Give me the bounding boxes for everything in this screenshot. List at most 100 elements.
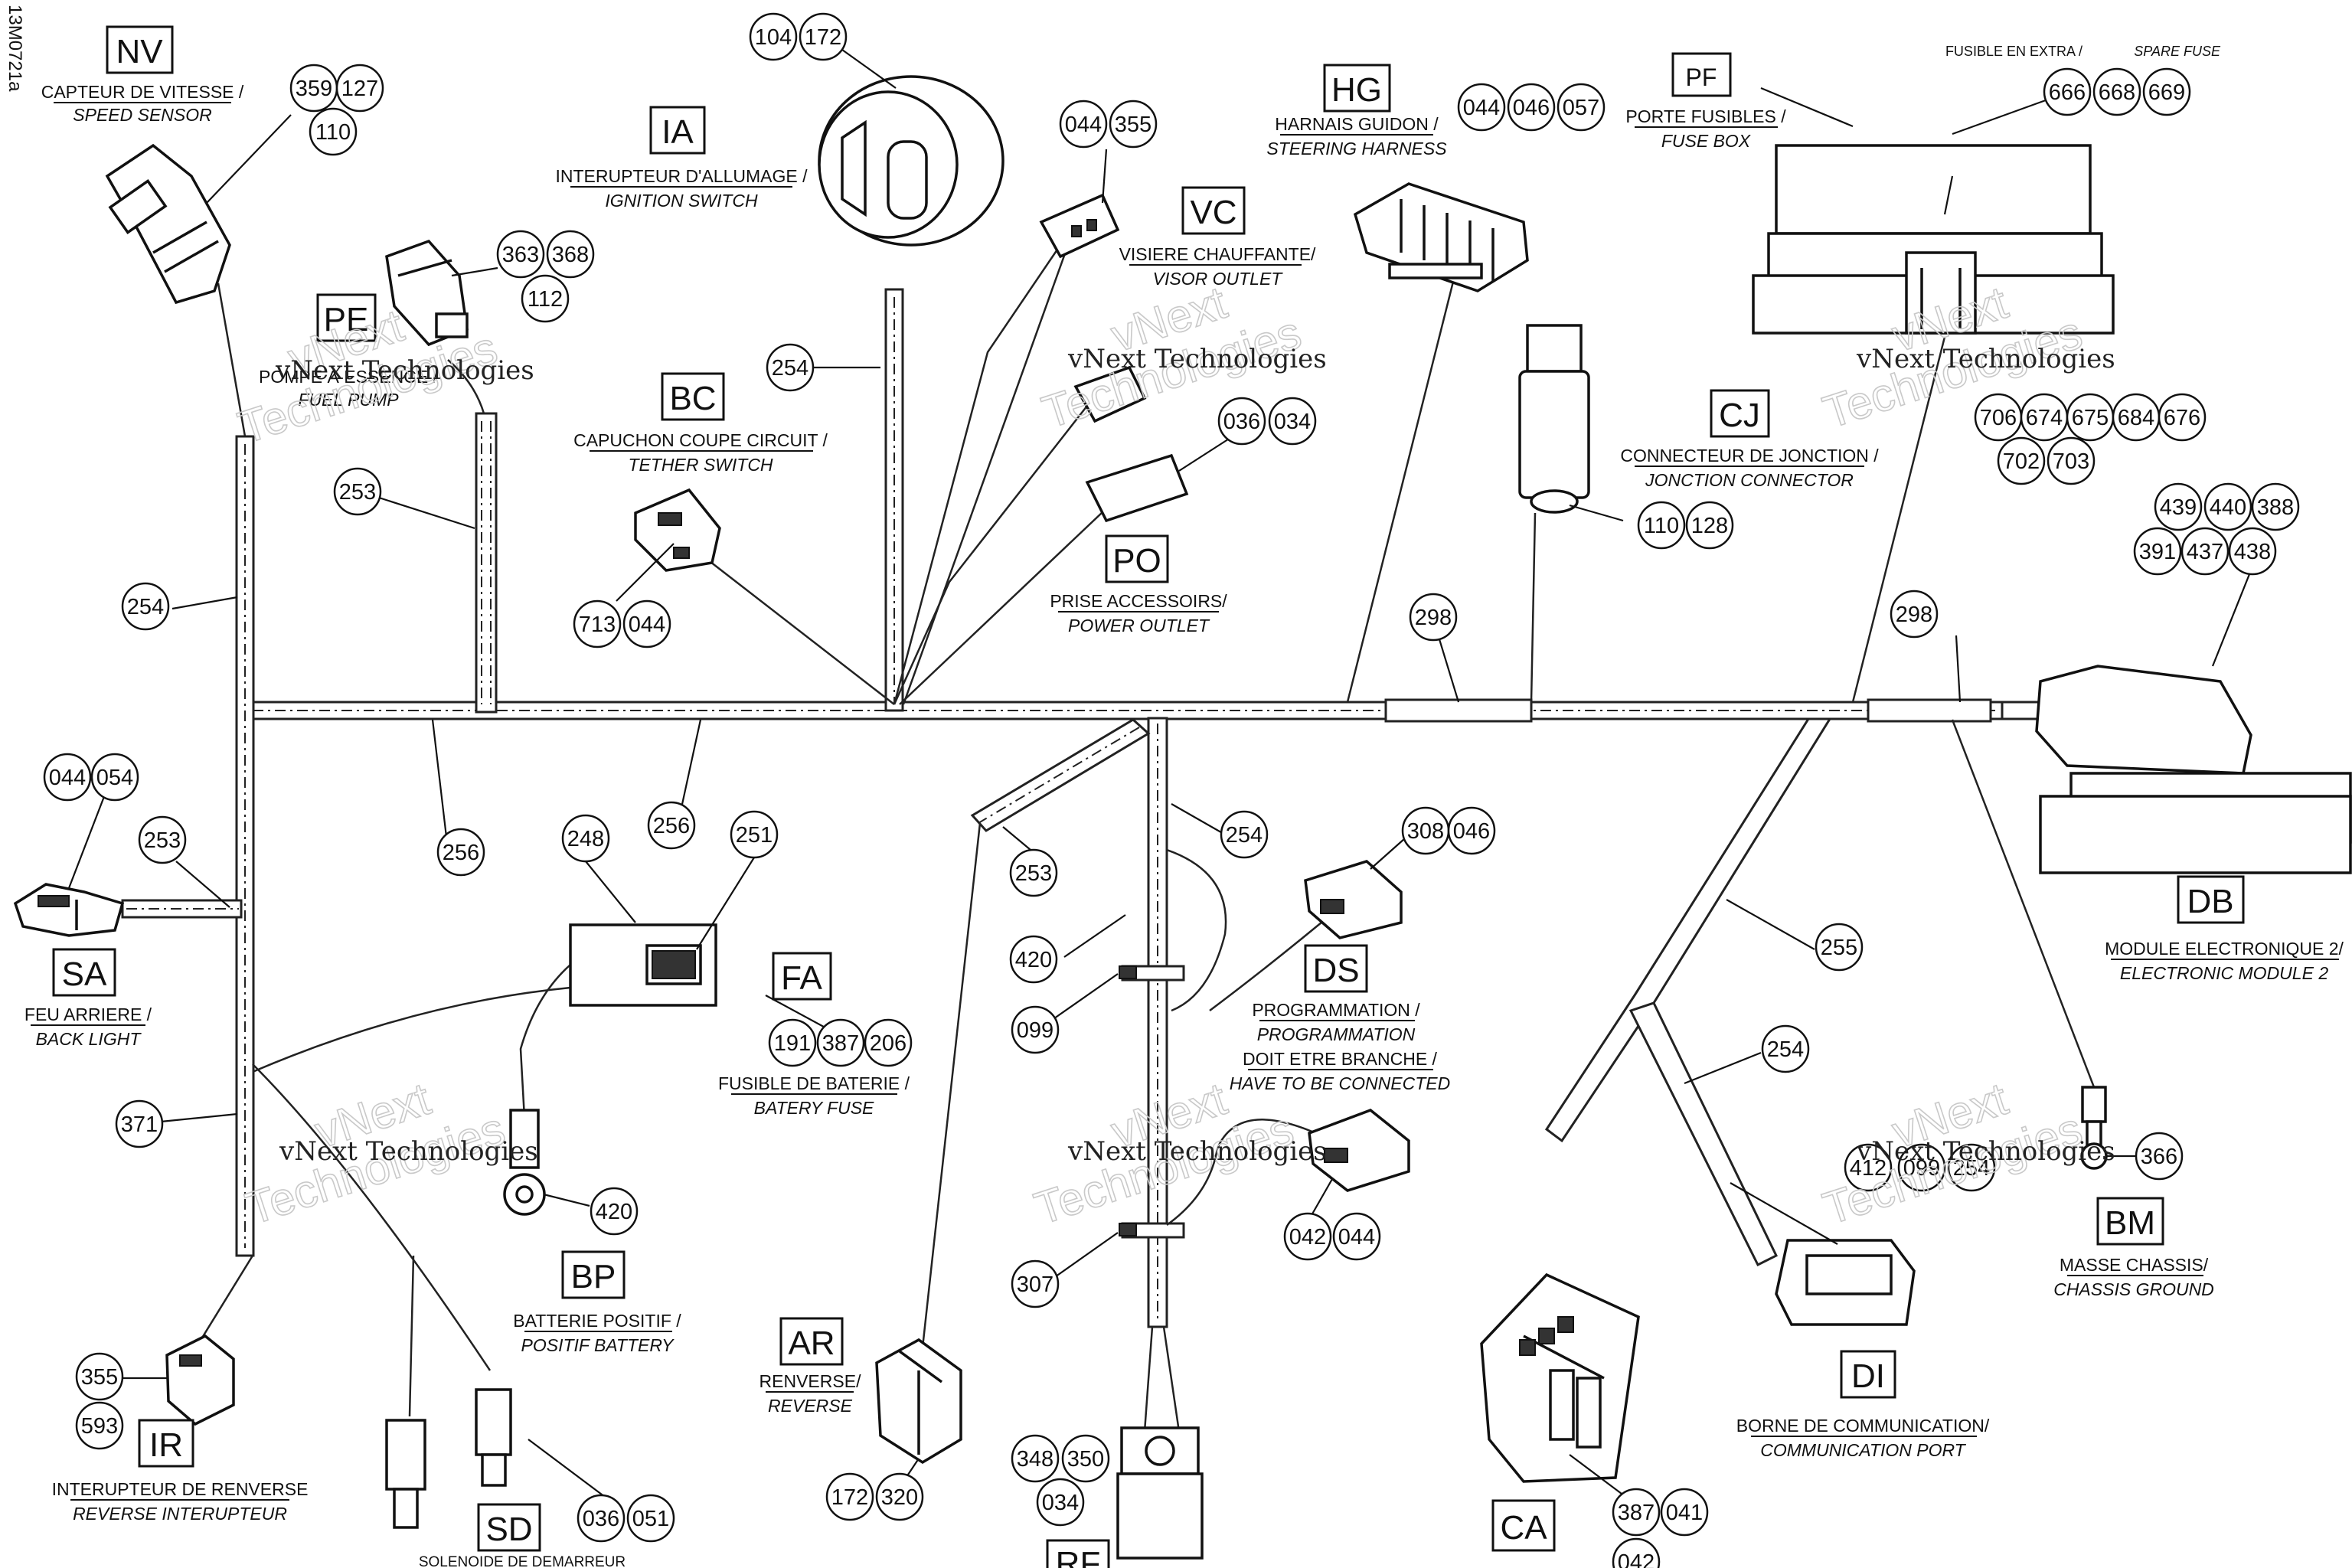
bubble-number: 042 <box>1618 1550 1655 1568</box>
bubble-number: 308 <box>1407 819 1444 844</box>
watermarks: vNext Technologies vNext Technologies vN… <box>232 276 2115 1235</box>
part-number-bubble: 412 <box>1844 1143 1893 1192</box>
bubble-circle <box>1947 1143 1996 1192</box>
chassis-ground-icon <box>2080 1086 2108 1170</box>
bubble-circle <box>766 343 815 392</box>
bubble-number: 437 <box>2187 540 2223 564</box>
bubble-circle <box>1059 100 1108 149</box>
code-rf: RF <box>1056 1545 1101 1568</box>
bubble-circle <box>799 12 848 61</box>
part-number-bubble: 253 <box>333 467 382 516</box>
part-number-bubble: 675 <box>2066 393 2115 442</box>
bubble-circle <box>573 599 622 648</box>
code-cj: CJ <box>1719 397 1760 434</box>
bubble-number: 034 <box>1042 1491 1079 1515</box>
bubble-circle <box>335 64 384 113</box>
code-sa: SA <box>62 956 107 993</box>
label-en-bc: TETHER SWITCH <box>628 455 773 475</box>
bubble-number: 042 <box>1289 1225 1326 1250</box>
document-id: 13M0721a <box>5 5 25 92</box>
harness <box>121 288 2046 1328</box>
label-en-ia: IGNITION SWITCH <box>605 191 758 211</box>
bubble-circle <box>577 1494 626 1543</box>
communication-port-icon <box>1775 1239 1916 1326</box>
label-fr-ia: INTERUPTEUR D'ALLUMAGE / <box>556 166 808 186</box>
bubble-circle <box>1557 83 1606 132</box>
bubble-number: 046 <box>1453 819 1490 844</box>
electronic-module-icon <box>2035 665 2352 874</box>
part-number-bubble: 034 <box>1268 397 1317 446</box>
visor-outlet-connector-icon <box>1039 193 1120 259</box>
part-number-bubble: 251 <box>730 810 779 859</box>
components <box>13 75 2352 1560</box>
bubble-circle <box>825 1472 874 1521</box>
part-number-bubble: 437 <box>2180 527 2230 576</box>
labels: NV CAPTEUR DE VITESSE / SPEED SENSOR IA … <box>24 25 2344 1568</box>
part-number-bubble: 054 <box>90 753 139 802</box>
label-fr2-ds: DOIT ETRE BRANCHE / <box>1243 1049 1437 1069</box>
code-pf: PF <box>1686 64 1717 91</box>
bubble-circle <box>121 582 170 631</box>
bubble-number: 684 <box>2118 406 2154 430</box>
part-number-bubble: 366 <box>2135 1132 2184 1181</box>
battery-fuse-holder-icon <box>569 923 717 1007</box>
part-number-bubble: 439 <box>2154 482 2203 531</box>
bubble-circle <box>1332 1212 1381 1261</box>
bubble-circle <box>816 1018 865 1067</box>
part-number-bubble: 368 <box>546 230 595 279</box>
bubble-number: 128 <box>1691 514 1728 538</box>
part-number-bubble: 702 <box>1997 436 2046 485</box>
part-number-bubble: 387 <box>816 1018 865 1067</box>
bubble-number: 438 <box>2234 540 2271 564</box>
bubble-number: 099 <box>1017 1018 1054 1043</box>
bubble-circle <box>864 1018 913 1067</box>
part-number-bubble: 254 <box>1761 1024 1810 1073</box>
fuse-box-icon <box>1752 144 2115 335</box>
label-en-fa: BATERY FUSE <box>754 1098 874 1118</box>
part-number-bubble: 676 <box>2158 393 2207 442</box>
bubble-circle <box>521 274 570 323</box>
bubble-number: 110 <box>1644 514 1679 538</box>
bubble-circle <box>1036 1478 1085 1527</box>
part-number-bubble: 703 <box>2047 436 2096 485</box>
part-number-bubble: 254 <box>766 343 815 392</box>
bubble-circle <box>2133 527 2182 576</box>
bubble-number: 320 <box>881 1485 918 1510</box>
bubble-number: 172 <box>831 1485 868 1510</box>
part-number-bubble: 036 <box>577 1494 626 1543</box>
bubble-circle <box>1011 1434 1060 1483</box>
code-ca: CA <box>1500 1509 1547 1547</box>
part-number-bubble: 034 <box>1036 1478 1085 1527</box>
bubble-circle <box>1061 1434 1110 1483</box>
bubble-number: 036 <box>1223 410 1260 434</box>
bubble-circle <box>1997 436 2046 485</box>
label-fr-bm: MASSE CHASSIS/ <box>2060 1255 2209 1275</box>
bubble-number: 412 <box>1850 1156 1886 1181</box>
bubble-number: 348 <box>1017 1447 1054 1472</box>
code-box-nv <box>106 25 174 74</box>
label-en-hg: STEERING HARNESS <box>1266 139 1447 158</box>
bubble-circle <box>90 753 139 802</box>
tether-switch-connector-icon <box>634 488 721 572</box>
bubble-number: 355 <box>1115 113 1152 137</box>
label-fr-db: MODULE ELECTRONIQUE 2/ <box>2105 939 2344 959</box>
label-fr-di: BORNE DE COMMUNICATION/ <box>1736 1416 1990 1436</box>
bubble-circle <box>138 815 187 864</box>
part-number-bubble: 127 <box>335 64 384 113</box>
bubble-circle <box>1268 397 1317 446</box>
bubble-circle <box>1815 923 1864 972</box>
label-en-ds: PROGRAMMATION <box>1257 1024 1416 1044</box>
label-en-nv: SPEED SENSOR <box>73 105 212 125</box>
part-number-bubble: 253 <box>1009 848 1058 897</box>
part-number-bubble: 256 <box>436 828 485 877</box>
bubble-number: 253 <box>1015 861 1052 886</box>
label-en-bm: CHASSIS GROUND <box>2053 1279 2214 1299</box>
bubble-number: 046 <box>1513 96 1550 120</box>
bubble-number: 044 <box>49 766 86 790</box>
bubble-number: 255 <box>1821 936 1857 960</box>
label-en-ir: REVERSE INTERUPTEUR <box>73 1504 287 1524</box>
part-number-bubble: 172 <box>799 12 848 61</box>
bubble-number: 248 <box>567 827 604 851</box>
bubble-number: 054 <box>96 766 133 790</box>
code-db: DB <box>2187 883 2233 920</box>
